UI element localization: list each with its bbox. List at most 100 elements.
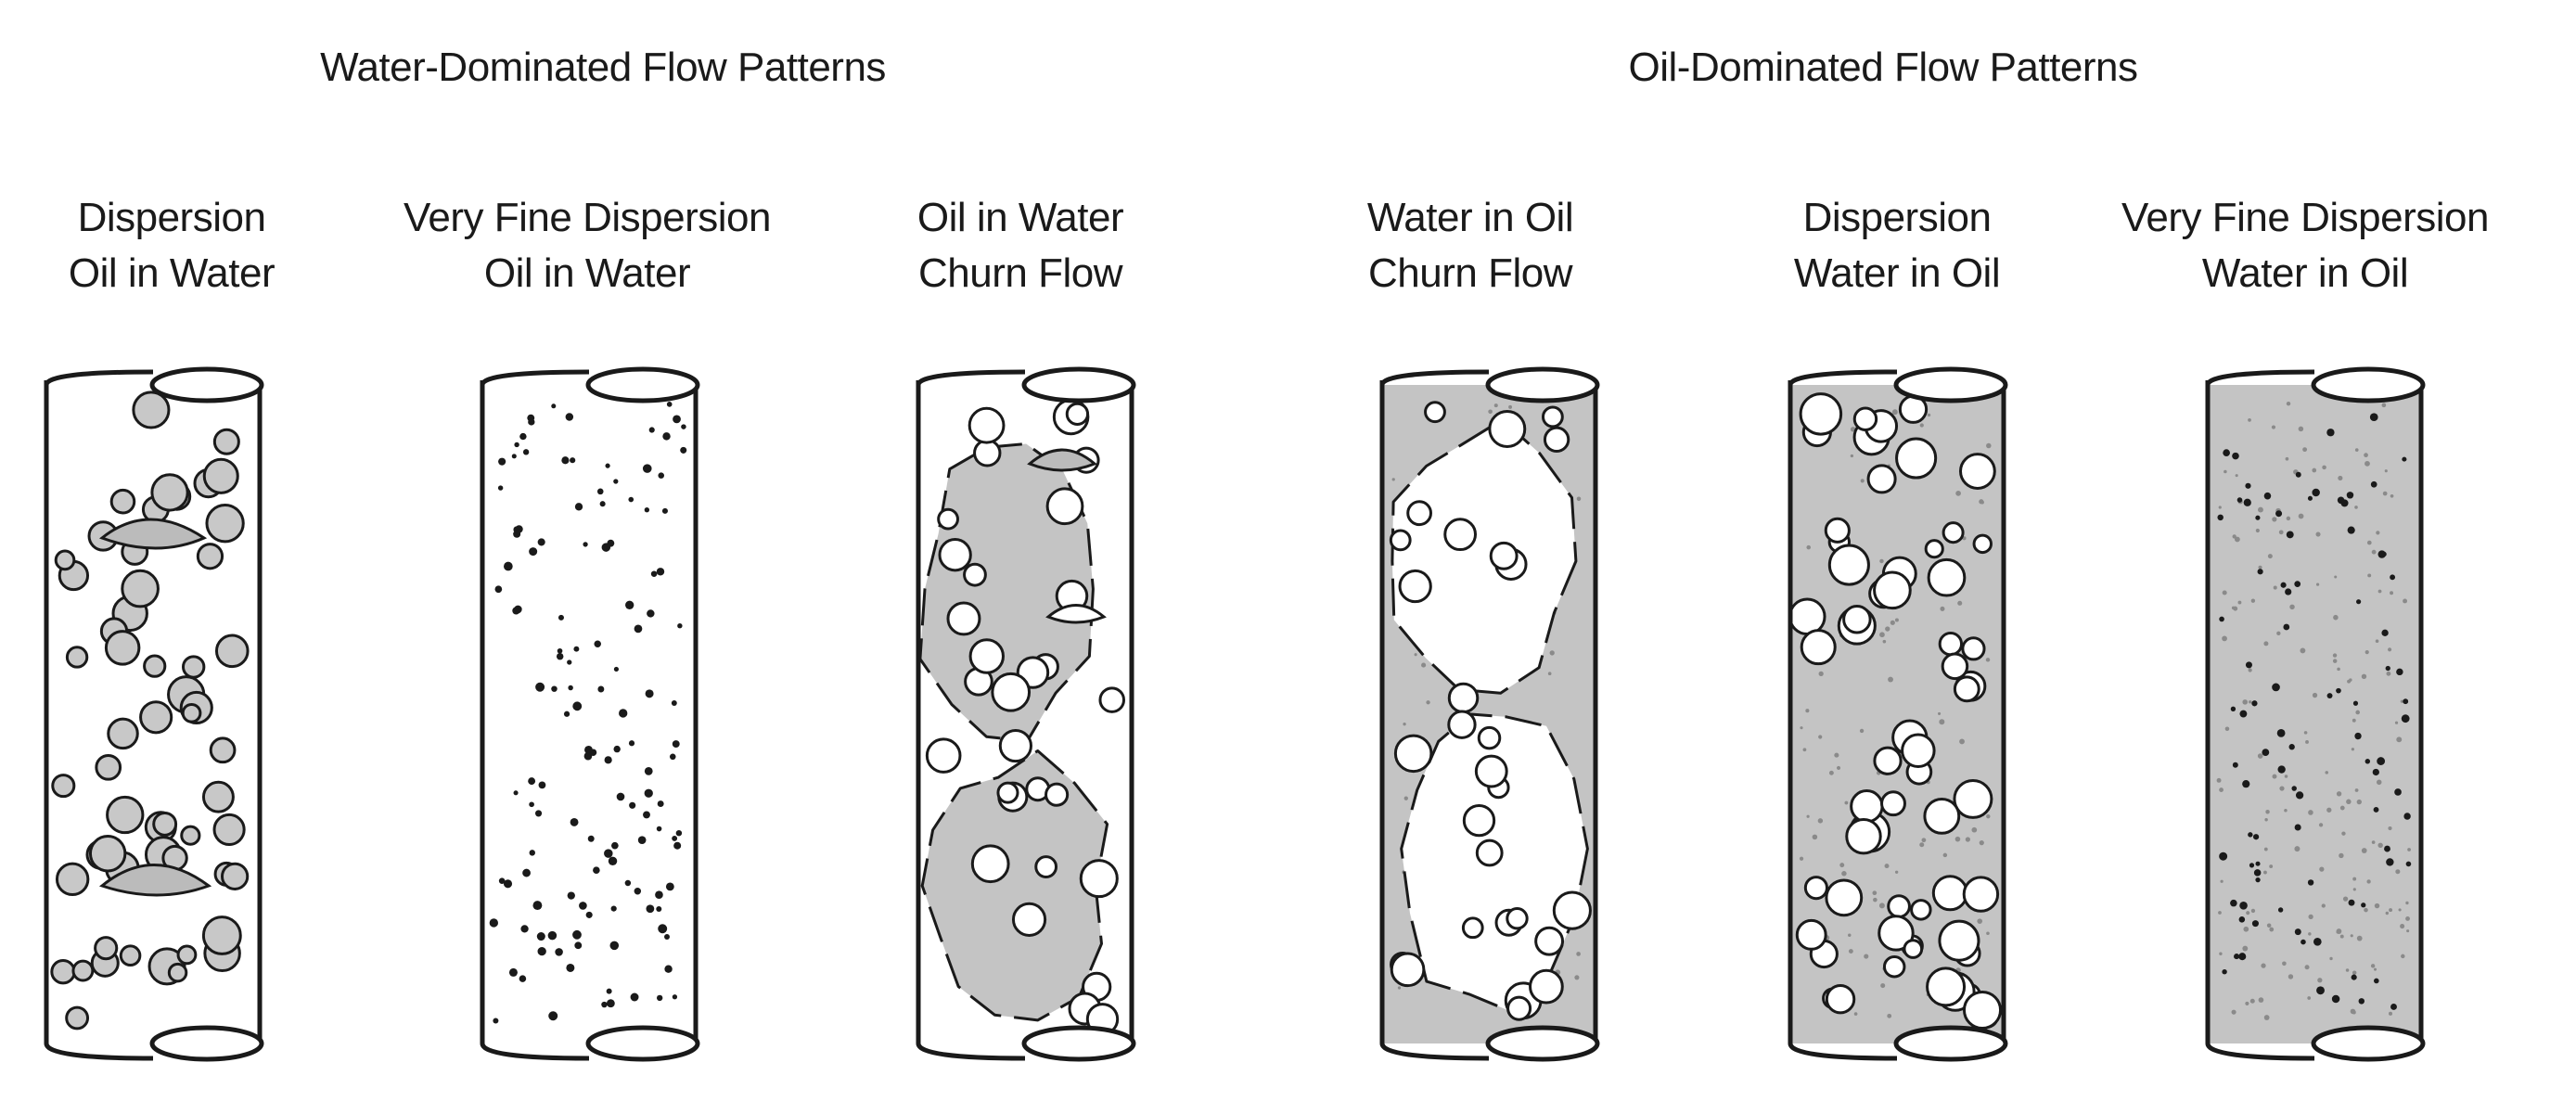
droplet (2219, 952, 2223, 955)
pipe-label-5-line1: Dispersion (1802, 195, 1992, 240)
pipe-label-6-line1: Very Fine Dispersion (2121, 195, 2489, 240)
droplet (95, 753, 122, 781)
droplet (604, 849, 613, 858)
droplet (2373, 807, 2379, 813)
droplet (1888, 676, 1893, 683)
droplet (2403, 813, 2411, 820)
pipe-bottom-opening (149, 1025, 264, 1062)
droplet (644, 766, 653, 775)
droplet (606, 988, 612, 994)
droplet (1957, 600, 1963, 606)
droplet (1790, 597, 1826, 636)
pipe-label-1: Dispersion Oil in Water (0, 190, 413, 301)
droplet (2377, 757, 2386, 765)
droplet (2234, 954, 2240, 960)
droplet (1489, 541, 1519, 570)
droplet (1534, 926, 1565, 956)
droplet (2249, 998, 2255, 1004)
droplet (1065, 402, 1090, 427)
droplet (1828, 770, 1834, 775)
droplet (1923, 797, 1961, 835)
droplet (2242, 780, 2250, 788)
droplet (2369, 413, 2378, 422)
droplet (2313, 937, 2322, 946)
droplet (1885, 626, 1890, 632)
droplet (2250, 908, 2256, 914)
droplet (1391, 478, 1395, 481)
droplet (1986, 442, 1992, 449)
droplet (2345, 968, 2350, 972)
droplet (536, 932, 545, 941)
pipe-label-2-line2: Oil in Water (483, 250, 691, 296)
droplet (180, 825, 201, 846)
droplet (2286, 401, 2291, 406)
droplet (2288, 744, 2295, 750)
droplet (2321, 903, 2326, 908)
droplet (503, 561, 513, 571)
droplet (1044, 782, 1070, 807)
droplet (1799, 856, 1804, 861)
droplet (573, 646, 580, 652)
droplet (656, 568, 665, 576)
droplet (587, 835, 595, 842)
droplet (2394, 721, 2399, 724)
pipe-bottom-edge (2205, 1043, 2315, 1061)
droplet (2231, 606, 2236, 610)
droplet (71, 959, 95, 982)
droplet (519, 975, 527, 982)
droplet (2243, 498, 2251, 506)
droplet (599, 501, 606, 507)
droplet (609, 941, 620, 951)
droplet (672, 740, 680, 749)
droplet (1938, 919, 1980, 962)
droplet (2283, 623, 2290, 631)
droplet (1818, 735, 1823, 739)
droplet (1834, 752, 1839, 758)
droplet (2339, 852, 2344, 859)
droplet (1938, 632, 1964, 657)
droplet (968, 406, 1006, 444)
droplet (648, 427, 655, 433)
pipe-bottom-edge (480, 1043, 590, 1061)
droplet (529, 850, 535, 856)
droplet (2403, 598, 2408, 604)
droplet (1541, 405, 1564, 429)
droplet (167, 962, 188, 983)
droplet (503, 879, 513, 889)
droplet (1848, 949, 1853, 954)
droplet (1879, 632, 1885, 638)
droplet (1827, 544, 1870, 586)
droplet (2361, 673, 2367, 680)
droplet (2352, 700, 2359, 706)
droplet (2381, 403, 2387, 408)
droplet (1842, 604, 1872, 634)
droplet (608, 856, 618, 866)
droplet (1860, 479, 1865, 483)
droplet (2374, 903, 2380, 909)
droplet (537, 538, 545, 546)
droplet (1979, 499, 1984, 505)
droplet (925, 737, 962, 774)
droplet (2285, 456, 2289, 461)
droplet (2364, 453, 2368, 458)
droplet (532, 901, 543, 911)
droplet (2288, 974, 2294, 979)
droplet (2258, 565, 2262, 570)
droplet (2336, 930, 2339, 934)
cap-bubble (98, 518, 208, 550)
pipe-bottom-edge (1788, 1043, 1898, 1061)
droplet (1443, 518, 1478, 552)
droplet (2316, 986, 2325, 995)
droplet (1953, 675, 1980, 703)
pipe-top-edge (1788, 369, 1898, 386)
droplet (1549, 650, 1555, 656)
droplet (637, 836, 647, 845)
droplet (2355, 710, 2361, 715)
droplet (2366, 879, 2371, 884)
droplet (2230, 706, 2236, 711)
droplet (2377, 842, 2383, 849)
droplet (1890, 620, 1895, 625)
droplet (1879, 558, 1884, 564)
droplet (214, 634, 250, 669)
pipe-label-5-line2: Water in Oil (1793, 250, 2001, 296)
